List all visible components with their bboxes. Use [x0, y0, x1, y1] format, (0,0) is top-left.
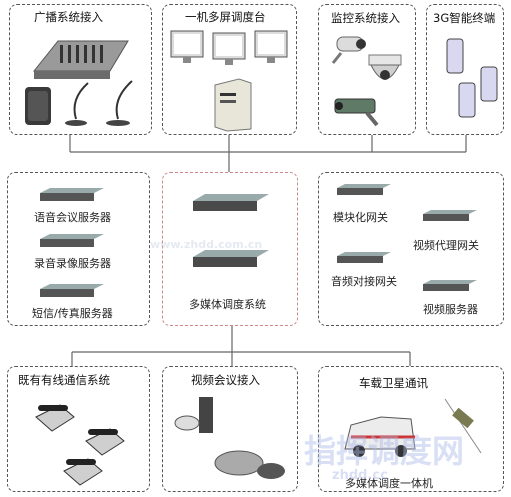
- monitoring-panel: 监控系统接入: [318, 4, 416, 135]
- gateway-label-audio: 音频对接网关: [331, 275, 397, 288]
- terminal-title: 3G智能终端: [433, 11, 496, 25]
- watermark-url: www.zhdd.com.cn: [150, 238, 263, 251]
- video-conf-panel: 视频会议接入: [162, 366, 298, 492]
- core-server-icon-2: [193, 250, 269, 267]
- gateway-icon-2: [423, 210, 477, 221]
- video-conf-equipment-icon: [174, 397, 285, 479]
- gateways-panel: 模块化网关 视频代理网关 音频对接网关 视频服务器: [318, 172, 504, 326]
- terminal-panel: 3G智能终端: [426, 4, 504, 135]
- satellite-vehicle-icon: [344, 398, 482, 457]
- gateway-label-module: 模块化网关: [333, 211, 388, 224]
- multimedia-core-panel: 多媒体调度系统: [162, 172, 298, 326]
- vehicle-label: 多媒体调度一体机: [345, 477, 433, 490]
- mixer-console-icon: [32, 40, 129, 79]
- pc-tower-icon: [214, 78, 252, 132]
- gateway-icon-1: [337, 184, 391, 195]
- gateway-label-video-proxy: 视频代理网关: [413, 239, 479, 252]
- speaker-icon: [25, 87, 51, 125]
- server-icon-2: [40, 234, 104, 247]
- desk-phone-icons: [35, 404, 125, 486]
- dome-camera-icon: [368, 54, 402, 80]
- broadcast-panel: 广播系统接入: [9, 4, 152, 135]
- server-icon-3: [40, 284, 104, 297]
- gateway-icon-3: [337, 252, 391, 263]
- gateway-icon-4: [423, 280, 477, 291]
- core-label: 多媒体调度系统: [189, 298, 266, 311]
- server-label-voice: 语音会议服务器: [34, 211, 111, 224]
- servers-left-panel: 语音会议服务器 录音录像服务器 短信/传真服务器: [7, 172, 150, 326]
- satellite-panel: 车载卫星通讯 多媒体调度一体机: [318, 366, 504, 492]
- wired-title: 既有有线通信系统: [18, 373, 110, 387]
- watermark-main: 指挥调度网: [304, 432, 465, 470]
- monitor-icons: [170, 30, 288, 65]
- monitor-title: 监控系统接入: [331, 11, 400, 25]
- wired-comm-panel: 既有有线通信系统: [7, 366, 150, 492]
- server-label-sms: 短信/传真服务器: [32, 307, 113, 320]
- server-icon-1: [40, 188, 104, 201]
- gateway-label-video-server: 视频服务器: [423, 303, 478, 316]
- dispatch-console-panel: 一机多屏调度台: [162, 4, 297, 135]
- bullet-camera-icon: [334, 98, 379, 127]
- watermark-site: zhdd.cc: [332, 468, 388, 483]
- server-label-record: 录音录像服务器: [34, 257, 111, 270]
- video-conf-title: 视频会议接入: [191, 373, 260, 387]
- dispatch-title: 一机多屏调度台: [185, 10, 266, 24]
- microphone-icon: [65, 82, 89, 126]
- phone-icons: [446, 38, 498, 118]
- core-server-icon-1: [193, 194, 269, 211]
- microphone-icon-2: [106, 80, 133, 126]
- satellite-title: 车载卫星通讯: [359, 376, 428, 390]
- broadcast-title: 广播系统接入: [34, 10, 103, 24]
- camera-icon: [331, 36, 366, 64]
